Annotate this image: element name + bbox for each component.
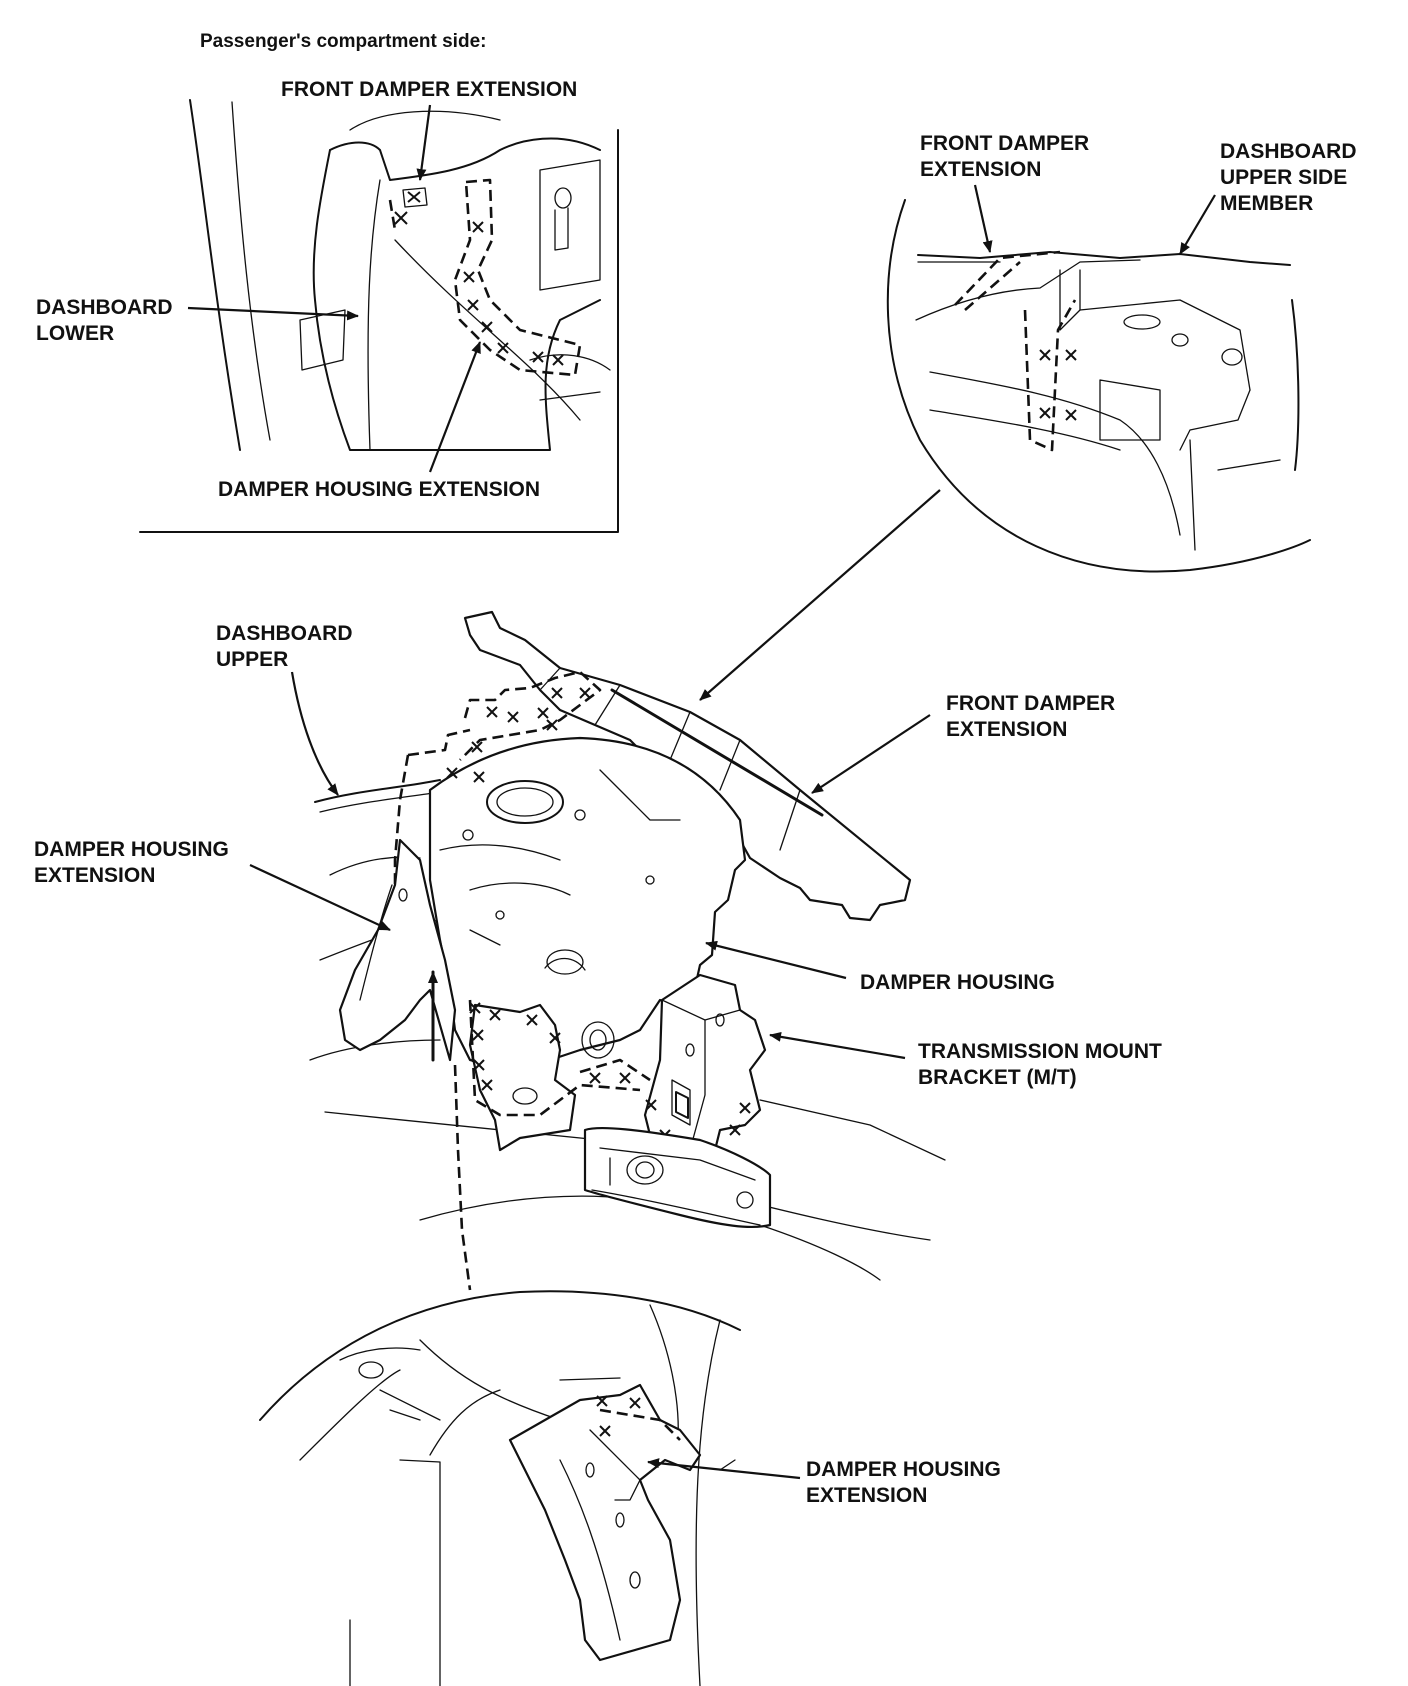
damper-housing-extension-path <box>453 1064 472 1291</box>
label-front-damper-extension-inset: FRONT DAMPER EXTENSION <box>281 78 577 101</box>
label-damper-housing: DAMPER HOUSING <box>860 971 1055 994</box>
label-damper-housing-extension-bottom-2: EXTENSION <box>806 1484 927 1507</box>
dashboard-upper-edge <box>314 779 441 803</box>
label-damper-housing-extension-bottom-1: DAMPER HOUSING <box>806 1458 1001 1481</box>
inset-passenger-compartment-side: Passenger's compartment side: <box>36 31 619 533</box>
dashboard-lower-panel <box>312 149 601 451</box>
front-damper-extension-weld <box>402 187 428 208</box>
damper-housing-extension-lower <box>508 1383 702 1662</box>
mount-bracket-window <box>675 1091 689 1119</box>
label-front-damper-extension-main-2: EXTENSION <box>946 718 1067 741</box>
inset-title: Passenger's compartment side: <box>200 31 486 52</box>
inset-detail-circle: FRONT DAMPER EXTENSION DASHBOARD UPPER S… <box>699 132 1357 701</box>
label-damper-housing-extension-inset: DAMPER HOUSING EXTENSION <box>218 478 540 501</box>
pillar-outline <box>189 99 241 451</box>
dashboard-upper-dashed <box>459 670 602 761</box>
label-transmission-mount-bracket-1: TRANSMISSION MOUNT <box>918 1040 1162 1063</box>
label-dashboard-upper-side-member-3: MEMBER <box>1220 192 1313 215</box>
label-front-damper-extension-detail-1: FRONT DAMPER <box>920 132 1089 155</box>
strut-mount-hole <box>486 780 564 824</box>
label-dashboard-lower-1: DASHBOARD <box>36 296 173 319</box>
inset-wheel-well-side: DAMPER HOUSING EXTENSION <box>259 1290 1001 1686</box>
label-front-damper-extension-main-1: FRONT DAMPER <box>946 692 1115 715</box>
inset-frame <box>139 129 619 533</box>
label-dashboard-upper-1: DASHBOARD <box>216 622 353 645</box>
label-damper-housing-extension-main-1: DAMPER HOUSING <box>34 838 229 861</box>
damper-housing-extension-left <box>338 838 457 1062</box>
label-dashboard-upper-side-member-2: UPPER SIDE <box>1220 166 1347 189</box>
inset-bolt-right <box>1221 348 1243 366</box>
label-front-damper-extension-detail-2: EXTENSION <box>920 158 1041 181</box>
main-damper-housing-view: DASHBOARD UPPER FRONT DAMPER EXTENSION D… <box>34 610 1162 1291</box>
label-damper-housing-extension-main-2: EXTENSION <box>34 864 155 887</box>
label-dashboard-upper-side-member-1: DASHBOARD <box>1220 140 1357 163</box>
label-dashboard-upper-2: UPPER <box>216 648 288 671</box>
detail-connector-arrow <box>699 489 941 701</box>
frame-mount-plate <box>583 1126 772 1229</box>
detail-circle-arc <box>886 199 1311 573</box>
inset-bolt <box>554 187 572 209</box>
bottom-circle-arc <box>259 1290 741 1421</box>
label-transmission-mount-bracket-2: BRACKET (M/T) <box>918 1066 1077 1089</box>
damper-housing-extension-dashed <box>453 178 582 377</box>
label-dashboard-lower-2: LOWER <box>36 322 114 345</box>
